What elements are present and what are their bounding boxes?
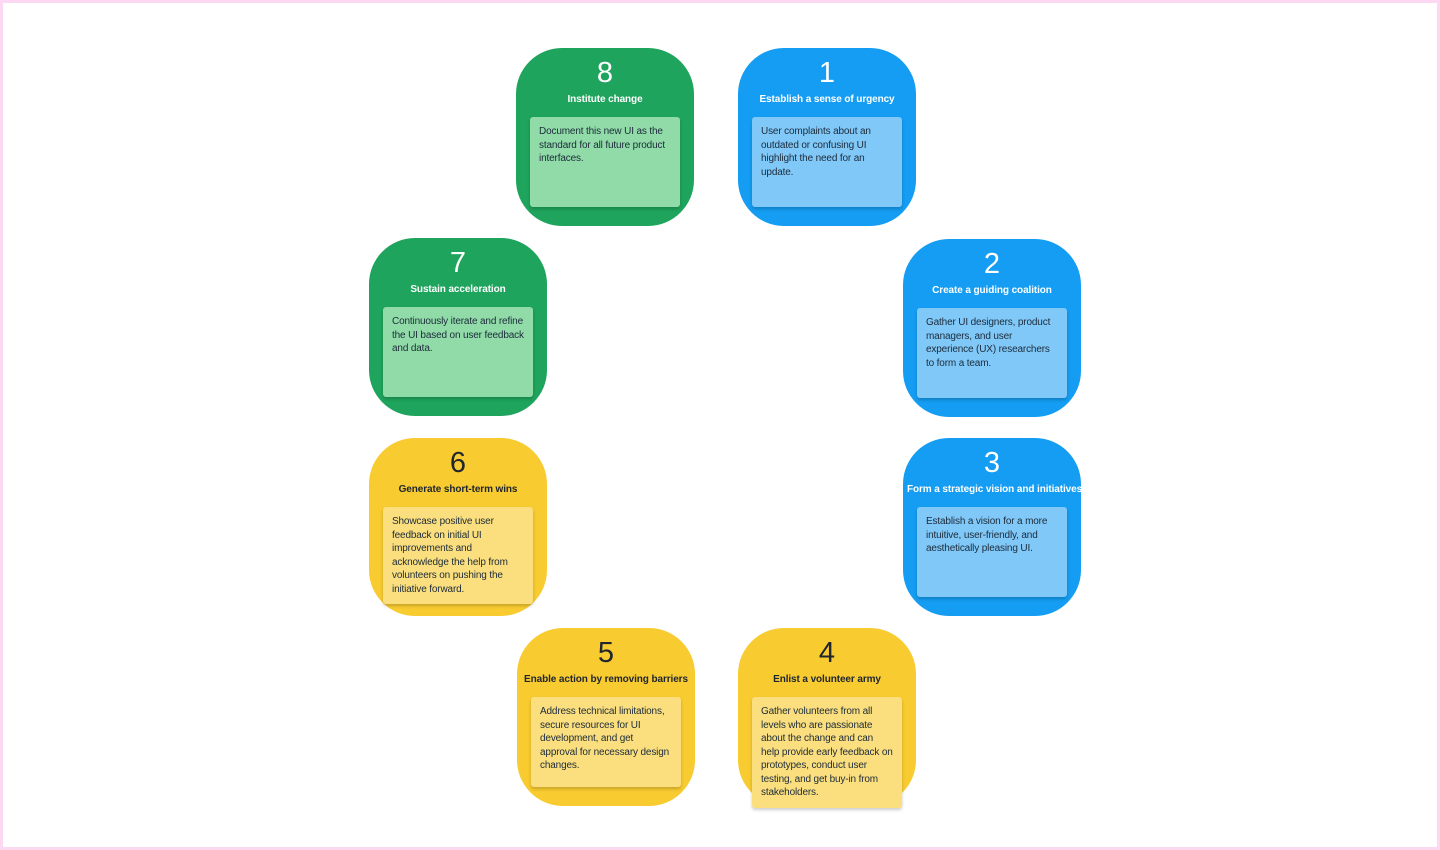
sticky-note[interactable]: Address technical limitations, secure re… [531,697,681,787]
step-number: 5 [597,637,615,669]
step-card-1[interactable]: 1 Establish a sense of urgency User comp… [738,48,916,226]
step-title: Institute change [567,94,643,105]
step-card-5[interactable]: 5 Enable action by removing barriers Add… [517,628,695,806]
sticky-note-text: Gather UI designers, product managers, a… [926,317,1051,369]
sticky-note-text: Address technical limitations, secure re… [540,706,670,771]
step-card-2[interactable]: 2 Create a guiding coalition Gather UI d… [903,239,1081,417]
step-title: Enable action by removing barriers [524,674,688,685]
step-card-4[interactable]: 4 Enlist a volunteer army Gather volunte… [738,628,916,808]
sticky-note[interactable]: Gather UI designers, product managers, a… [917,308,1067,398]
step-number: 1 [818,57,836,89]
step-number: 2 [983,248,1001,280]
step-title: Form a strategic vision and initiatives [907,484,1083,495]
step-number: 7 [449,247,467,279]
sticky-note[interactable]: Document this new UI as the standard for… [530,117,680,207]
step-number: 4 [818,637,836,669]
step-number: 8 [596,57,614,89]
sticky-note[interactable]: Continuously iterate and refine the UI b… [383,307,533,397]
sticky-note-text: Establish a vision for a more intuitive,… [926,516,1048,554]
sticky-note-text: Gather volunteers from all levels who ar… [761,706,893,798]
sticky-note[interactable]: Gather volunteers from all levels who ar… [752,697,902,808]
step-title: Generate short-term wins [398,484,518,495]
sticky-note[interactable]: Establish a vision for a more intuitive,… [917,507,1067,597]
step-card-3[interactable]: 3 Form a strategic vision and initiative… [903,438,1083,616]
step-card-7[interactable]: 7 Sustain acceleration Continuously iter… [369,238,547,416]
sticky-note[interactable]: Showcase positive user feedback on initi… [383,507,533,604]
step-title: Establish a sense of urgency [759,94,895,105]
sticky-note-text: User complaints about an outdated or con… [761,126,871,178]
step-title: Sustain acceleration [410,284,506,295]
step-number: 3 [983,447,1001,479]
sticky-note-text: Document this new UI as the standard for… [539,126,665,164]
step-card-6[interactable]: 6 Generate short-term wins Showcase posi… [369,438,547,616]
sticky-note[interactable]: User complaints about an outdated or con… [752,117,902,207]
step-number: 6 [449,447,467,479]
step-title: Enlist a volunteer army [773,674,881,685]
step-card-8[interactable]: 8 Institute change Document this new UI … [516,48,694,226]
step-title: Create a guiding coalition [932,285,1052,296]
sticky-note-text: Continuously iterate and refine the UI b… [392,316,524,354]
sticky-note-text: Showcase positive user feedback on initi… [392,516,508,595]
